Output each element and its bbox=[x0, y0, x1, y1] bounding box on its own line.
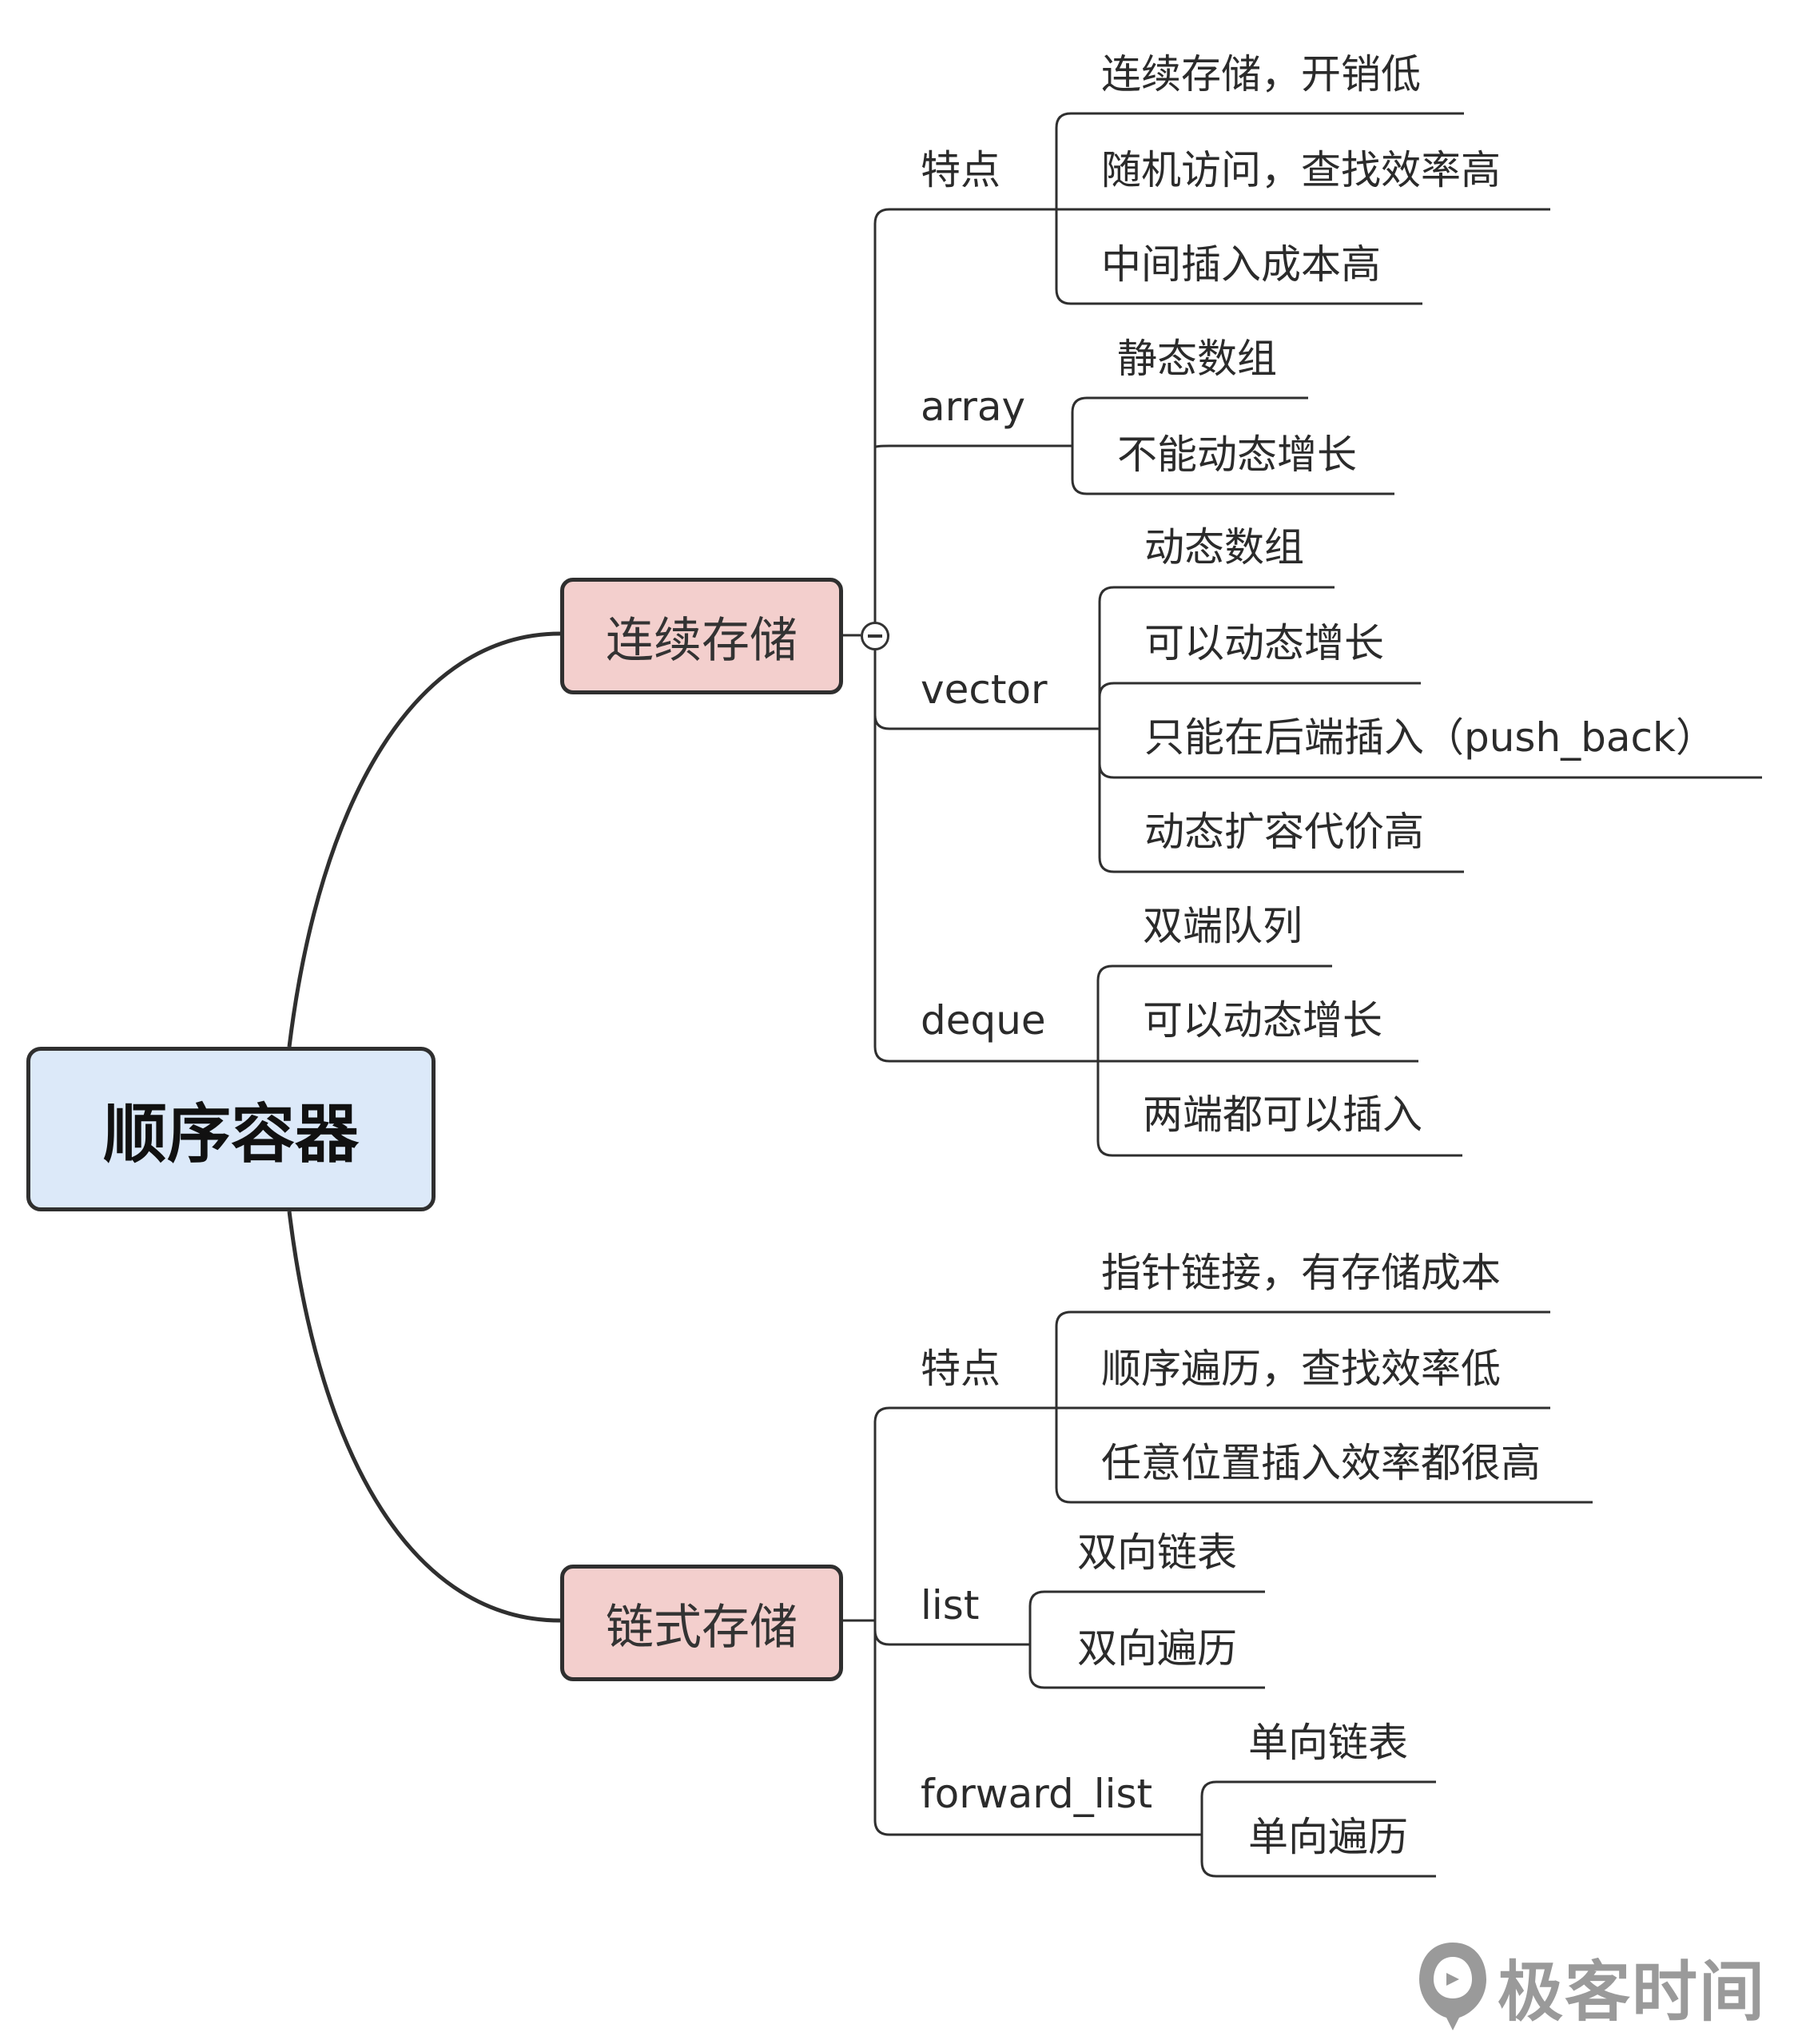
root-label: 顺序容器 bbox=[103, 1097, 359, 1171]
leaf-item[interactable]: 只能在后端插入（push_back） bbox=[1144, 714, 1716, 761]
topic-deque[interactable]: deque bbox=[921, 997, 1046, 1044]
topic-array[interactable]: array bbox=[921, 384, 1026, 430]
leaf-item[interactable]: 可以动态增长 bbox=[1143, 997, 1382, 1044]
topic-forward-list[interactable]: forward_list bbox=[921, 1771, 1153, 1817]
leaf-item[interactable]: 指针链接，有存储成本 bbox=[1101, 1250, 1501, 1296]
leaf-item[interactable]: 双向链表 bbox=[1077, 1529, 1237, 1576]
leaf-item[interactable]: 单向链表 bbox=[1248, 1720, 1408, 1766]
watermark-text: 极客时间 bbox=[1498, 1954, 1767, 2030]
branch-label: 连续存储 bbox=[606, 612, 798, 669]
collapse-toggle-icon[interactable] bbox=[861, 622, 889, 650]
leaf-item[interactable]: 两端都可以插入 bbox=[1143, 1092, 1422, 1138]
branch-contiguous-storage[interactable]: 连续存储 bbox=[560, 578, 843, 694]
leaf-item[interactable]: 顺序遍历，查找效率低 bbox=[1101, 1346, 1501, 1392]
leaf-item[interactable]: 双向遍历 bbox=[1077, 1625, 1237, 1672]
watermark: 极客时间 bbox=[1414, 1938, 1766, 2034]
topic-features[interactable]: 特点 bbox=[921, 1346, 1000, 1392]
leaf-item[interactable]: 单向遍历 bbox=[1248, 1814, 1408, 1860]
leaf-item[interactable]: 动态扩容代价高 bbox=[1144, 809, 1424, 855]
leaf-item[interactable]: 动态数组 bbox=[1144, 524, 1304, 571]
topic-list[interactable]: list bbox=[921, 1582, 980, 1628]
branch-linked-storage[interactable]: 链式存储 bbox=[560, 1565, 843, 1681]
geektime-logo-icon bbox=[1419, 1943, 1486, 2030]
leaf-item[interactable]: 随机访问，查找效率高 bbox=[1101, 147, 1501, 193]
leaf-item[interactable]: 双端队列 bbox=[1143, 903, 1303, 949]
branch-label: 链式存储 bbox=[606, 1599, 798, 1656]
leaf-item[interactable]: 可以动态增长 bbox=[1144, 620, 1384, 666]
root-node[interactable]: 顺序容器 bbox=[26, 1047, 436, 1211]
leaf-item[interactable]: 静态数组 bbox=[1117, 336, 1277, 382]
topic-vector[interactable]: vector bbox=[921, 666, 1048, 713]
leaf-item[interactable]: 连续存储，开销低 bbox=[1101, 51, 1421, 97]
leaf-item[interactable]: 不能动态增长 bbox=[1117, 431, 1357, 478]
topic-features[interactable]: 特点 bbox=[921, 147, 1000, 193]
leaf-item[interactable]: 中间插入成本高 bbox=[1101, 241, 1381, 288]
leaf-item[interactable]: 任意位置插入效率都很高 bbox=[1101, 1440, 1541, 1486]
